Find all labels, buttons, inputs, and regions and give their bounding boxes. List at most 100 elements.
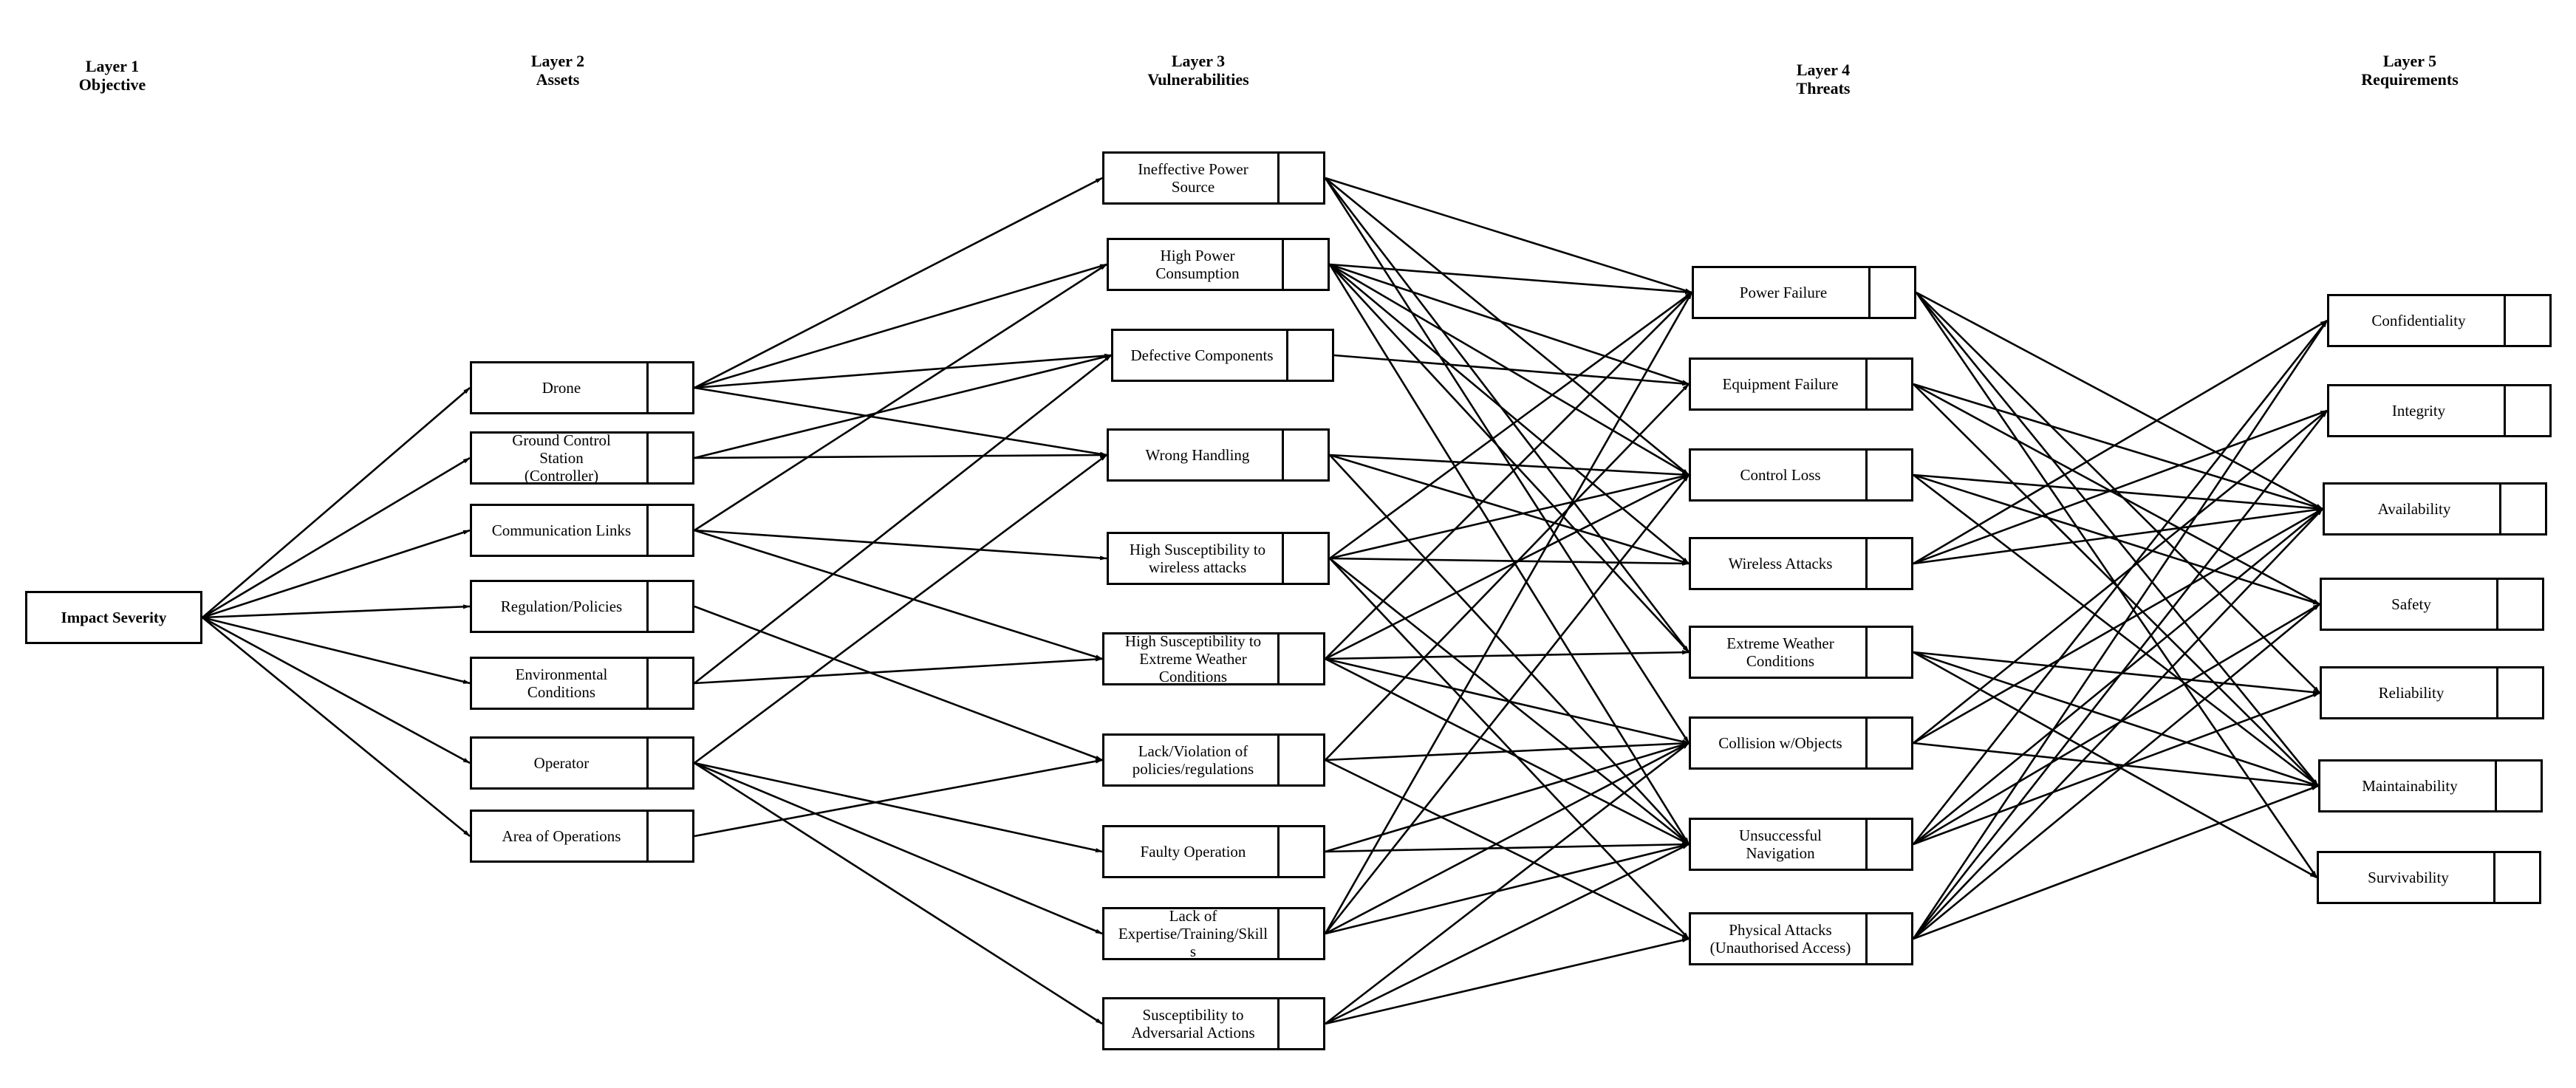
asset-node-drone: Drone bbox=[470, 361, 694, 414]
edge-vulnerability-to-threat bbox=[1324, 474, 1690, 934]
edge-asset-to-vulnerability bbox=[694, 453, 1107, 459]
node-value-cell bbox=[2496, 668, 2542, 717]
threat-node-wireless-attacks: Wireless Attacks bbox=[1689, 537, 1913, 590]
node-label: High Susceptibility to Extreme Weather C… bbox=[1124, 632, 1262, 685]
requirement-node-survivability: Survivability bbox=[2317, 851, 2541, 904]
node-label: Impact Severity bbox=[61, 609, 167, 626]
edge-vulnerability-to-threat bbox=[1325, 473, 1690, 660]
vulnerabilitie-node-high-power-consumption: High Power Consumption bbox=[1107, 238, 1330, 291]
node-label: Collision w/Objects bbox=[1718, 734, 1842, 752]
requirement-node-safety: Safety bbox=[2320, 578, 2544, 631]
edge-objective-to-asset bbox=[202, 616, 471, 685]
edge-threat-to-requirement bbox=[1913, 409, 2328, 745]
edge-threat-to-requirement bbox=[1912, 320, 2329, 940]
node-value-cell bbox=[1865, 719, 1911, 767]
edge-vulnerability-to-threat bbox=[1329, 557, 1690, 566]
requirement-node-reliability: Reliability bbox=[2320, 666, 2544, 719]
edge-asset-to-vulnerability bbox=[694, 529, 1103, 660]
edge-asset-to-vulnerability bbox=[694, 386, 1107, 456]
vulnerabilitie-node-defective-components: Defective Components bbox=[1111, 329, 1334, 382]
node-value-cell bbox=[2493, 853, 2539, 902]
edge-threat-to-requirement bbox=[1913, 473, 2323, 511]
vulnerabilitie-node-high-susceptibility-to-wireless-attacks: High Susceptibility to wireless attacks bbox=[1107, 532, 1330, 585]
node-value-cell bbox=[1282, 534, 1328, 583]
edge-asset-to-vulnerability bbox=[694, 263, 1107, 389]
edge-threat-to-requirement bbox=[1913, 742, 2319, 788]
edge-vulnerability-to-threat bbox=[1329, 264, 1690, 653]
node-value-cell bbox=[646, 812, 692, 861]
edge-vulnerability-to-threat bbox=[1325, 657, 1690, 745]
node-label: Lack/Violation of policies/regulations bbox=[1132, 742, 1254, 778]
node-label: High Power Consumption bbox=[1155, 247, 1240, 282]
edge-vulnerability-to-threat bbox=[1324, 292, 1693, 934]
node-value-cell bbox=[646, 363, 692, 412]
node-label: Wireless Attacks bbox=[1728, 555, 1833, 572]
node-value-cell bbox=[1286, 331, 1332, 380]
node-value-cell bbox=[646, 582, 692, 631]
edge-asset-to-vulnerability bbox=[694, 353, 1112, 389]
node-label: Equipment Failure bbox=[1722, 375, 1839, 393]
node-value-cell bbox=[1277, 634, 1323, 683]
edge-vulnerability-to-threat bbox=[1329, 454, 1690, 845]
edge-vulnerability-to-threat bbox=[1325, 937, 1690, 1025]
asset-node-environmental-conditions: Environmental Conditions bbox=[470, 657, 694, 710]
edge-threat-to-requirement bbox=[1913, 507, 2323, 745]
vulnerabilitie-node-wrong-handling: Wrong Handling bbox=[1107, 428, 1330, 482]
requirement-node-integrity: Integrity bbox=[2327, 384, 2552, 437]
threat-node-equipment-failure: Equipment Failure bbox=[1689, 357, 1913, 411]
edge-vulnerability-to-threat bbox=[1333, 354, 1690, 386]
node-value-cell bbox=[2504, 296, 2549, 345]
edge-threat-to-requirement bbox=[1913, 473, 2319, 787]
node-value-cell bbox=[1865, 451, 1911, 499]
node-label: Lack of Expertise/Training/Skill s bbox=[1118, 907, 1268, 960]
edge-vulnerability-to-threat bbox=[1325, 843, 1690, 1025]
node-label: Defective Components bbox=[1130, 346, 1274, 364]
vulnerabilitie-node-high-susceptibility-to-extreme-weather-conditions: High Susceptibility to Extreme Weather C… bbox=[1102, 632, 1325, 685]
node-label: Susceptibility to Adversarial Actions bbox=[1131, 1006, 1255, 1041]
edge-asset-to-vulnerability bbox=[694, 759, 1103, 838]
edge-vulnerability-to-threat bbox=[1325, 842, 1690, 853]
threat-node-collision-w-objects: Collision w/Objects bbox=[1689, 716, 1913, 770]
edge-vulnerability-to-threat bbox=[1325, 742, 1690, 853]
node-label: Physical Attacks (Unauthorised Access) bbox=[1709, 921, 1851, 957]
node-label: High Susceptibility to wireless attacks bbox=[1129, 541, 1266, 576]
node-label: Extreme Weather Conditions bbox=[1726, 634, 1834, 670]
node-value-cell bbox=[646, 739, 692, 787]
node-label: Safety bbox=[2391, 595, 2431, 613]
edge-vulnerability-to-threat bbox=[1329, 263, 1692, 295]
edge-threat-to-requirement bbox=[1913, 651, 2319, 787]
edge-threat-to-requirement bbox=[1912, 320, 2329, 845]
node-value-cell bbox=[646, 659, 692, 708]
edge-asset-to-vulnerability bbox=[694, 177, 1103, 389]
edge-objective-to-asset bbox=[202, 616, 471, 764]
requirement-node-confidentiality: Confidentiality bbox=[2327, 294, 2552, 347]
node-label: Ineffective Power Source bbox=[1138, 160, 1248, 196]
node-value-cell bbox=[1277, 154, 1323, 202]
node-label: Faulty Operation bbox=[1140, 843, 1246, 861]
vulnerabilitie-node-faulty-operation: Faulty Operation bbox=[1102, 825, 1325, 878]
edge-vulnerability-to-threat bbox=[1329, 454, 1690, 477]
edge-vulnerability-to-threat bbox=[1329, 454, 1690, 565]
node-value-cell bbox=[1277, 736, 1323, 784]
edge-threat-to-requirement bbox=[1916, 291, 2323, 510]
node-label: Environmental Conditions bbox=[515, 666, 608, 701]
edge-vulnerability-to-threat bbox=[1324, 177, 1690, 653]
node-value-cell bbox=[1277, 827, 1323, 876]
layer-2-title: Layer 2 Assets bbox=[530, 52, 585, 89]
edge-vulnerability-to-threat bbox=[1325, 177, 1692, 294]
edge-threat-to-requirement bbox=[1913, 508, 2323, 940]
edge-vulnerability-to-threat bbox=[1325, 177, 1690, 476]
layer-4-title: Layer 4 Threats bbox=[1796, 61, 1851, 97]
edge-vulnerability-to-threat bbox=[1325, 650, 1690, 660]
asset-node-regulation-policies: Regulation/Policies bbox=[470, 580, 694, 633]
edge-threat-to-requirement bbox=[1913, 383, 2323, 510]
edge-asset-to-vulnerability bbox=[694, 354, 1112, 459]
edge-vulnerability-to-threat bbox=[1325, 759, 1690, 940]
edge-objective-to-asset bbox=[202, 604, 471, 619]
threat-node-control-loss: Control Loss bbox=[1689, 448, 1913, 502]
edge-objective-to-asset bbox=[202, 616, 471, 838]
node-label: Ground Control Station (Controller) bbox=[512, 431, 611, 485]
edge-vulnerability-to-threat bbox=[1329, 263, 1690, 386]
threat-node-power-failure: Power Failure bbox=[1692, 266, 1916, 319]
node-value-cell bbox=[2495, 762, 2541, 810]
